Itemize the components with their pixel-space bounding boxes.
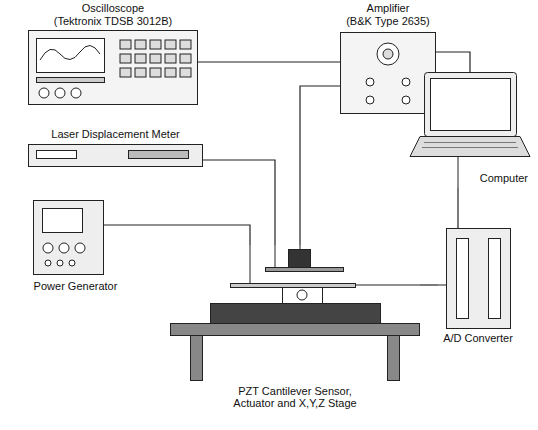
button bbox=[120, 40, 131, 49]
table-leg bbox=[388, 336, 400, 381]
xyz-stage bbox=[211, 304, 381, 324]
button bbox=[150, 54, 161, 63]
button bbox=[135, 68, 146, 77]
button bbox=[69, 260, 75, 266]
device-body bbox=[447, 229, 511, 329]
actuator bbox=[297, 290, 307, 300]
ad-converter-drawing bbox=[438, 228, 518, 348]
button bbox=[120, 68, 131, 77]
computer-drawing bbox=[410, 72, 532, 188]
table-top bbox=[171, 324, 420, 336]
laptop-base bbox=[410, 137, 530, 157]
button bbox=[180, 68, 191, 77]
button bbox=[180, 54, 191, 63]
table-leg bbox=[191, 336, 203, 381]
button bbox=[135, 54, 146, 63]
device-label: Power Generator bbox=[28, 280, 123, 292]
laptop-screen bbox=[431, 79, 511, 131]
slot bbox=[457, 239, 469, 319]
button bbox=[150, 68, 161, 77]
jack bbox=[366, 78, 374, 86]
knob bbox=[383, 49, 393, 59]
actuator-plate bbox=[231, 284, 356, 288]
knob bbox=[43, 243, 53, 253]
pzt-stage: PZT Cantilever Sensor, Actuator and X,Y,… bbox=[170, 245, 420, 425]
slot bbox=[489, 239, 501, 319]
button bbox=[120, 54, 131, 63]
device-label: A/D Converter bbox=[438, 332, 518, 344]
cable bbox=[436, 52, 470, 72]
button bbox=[135, 40, 146, 49]
cable bbox=[420, 284, 438, 285]
keyboard bbox=[422, 143, 518, 148]
wire bbox=[104, 225, 124, 226]
device-body bbox=[29, 31, 198, 105]
cable bbox=[300, 86, 340, 245]
button bbox=[180, 40, 191, 49]
device-label: Laser Displacement Meter bbox=[28, 128, 203, 140]
device-body bbox=[34, 201, 104, 275]
knob bbox=[377, 43, 399, 65]
button bbox=[45, 260, 51, 266]
cable bbox=[123, 225, 250, 245]
device-label: (B&K Type 2635) bbox=[340, 15, 436, 27]
button bbox=[57, 260, 63, 266]
power-generator: Power Generator bbox=[28, 200, 123, 296]
device-body bbox=[29, 145, 203, 167]
device-label: Amplifier bbox=[340, 2, 436, 14]
panel bbox=[37, 78, 105, 83]
cable bbox=[198, 61, 340, 62]
cantilever bbox=[266, 268, 344, 272]
display-slot bbox=[129, 151, 189, 159]
oscilloscope: Oscilloscope(Tektronix TDSB 3012B) bbox=[28, 2, 198, 106]
wire bbox=[250, 245, 420, 285]
device-label: Computer bbox=[410, 172, 532, 184]
button bbox=[165, 68, 176, 77]
sensor-holder bbox=[289, 250, 311, 268]
jack bbox=[402, 96, 410, 104]
screen bbox=[43, 209, 83, 233]
device-label: PZT Cantilever Sensor, Actuator and X,Y,… bbox=[220, 385, 370, 409]
waveform bbox=[40, 45, 100, 60]
actuator bbox=[283, 288, 323, 304]
jack bbox=[402, 78, 410, 86]
wire bbox=[458, 157, 459, 189]
knob bbox=[75, 243, 85, 253]
cable bbox=[457, 188, 458, 228]
knob bbox=[59, 243, 69, 253]
device-label: (Tektronix TDSB 3012B) bbox=[28, 15, 198, 27]
knob bbox=[39, 88, 49, 98]
button bbox=[165, 54, 176, 63]
amplifier: Amplifier(B&K Type 2635) bbox=[340, 2, 436, 114]
knob bbox=[55, 88, 65, 98]
screen bbox=[37, 39, 105, 73]
device-body bbox=[341, 33, 436, 114]
device-label: Oscilloscope bbox=[28, 2, 198, 14]
laptop-lid bbox=[425, 73, 517, 137]
cable bbox=[203, 160, 275, 245]
ad-converter: A/D Converter bbox=[438, 228, 518, 348]
computer: Computer bbox=[410, 72, 532, 188]
jack bbox=[366, 96, 374, 104]
button bbox=[165, 40, 176, 49]
knob bbox=[71, 88, 81, 98]
laser-displacement-meter: Laser Displacement Meter bbox=[28, 128, 203, 168]
panel bbox=[37, 151, 77, 159]
wire bbox=[438, 285, 447, 286]
button bbox=[150, 40, 161, 49]
